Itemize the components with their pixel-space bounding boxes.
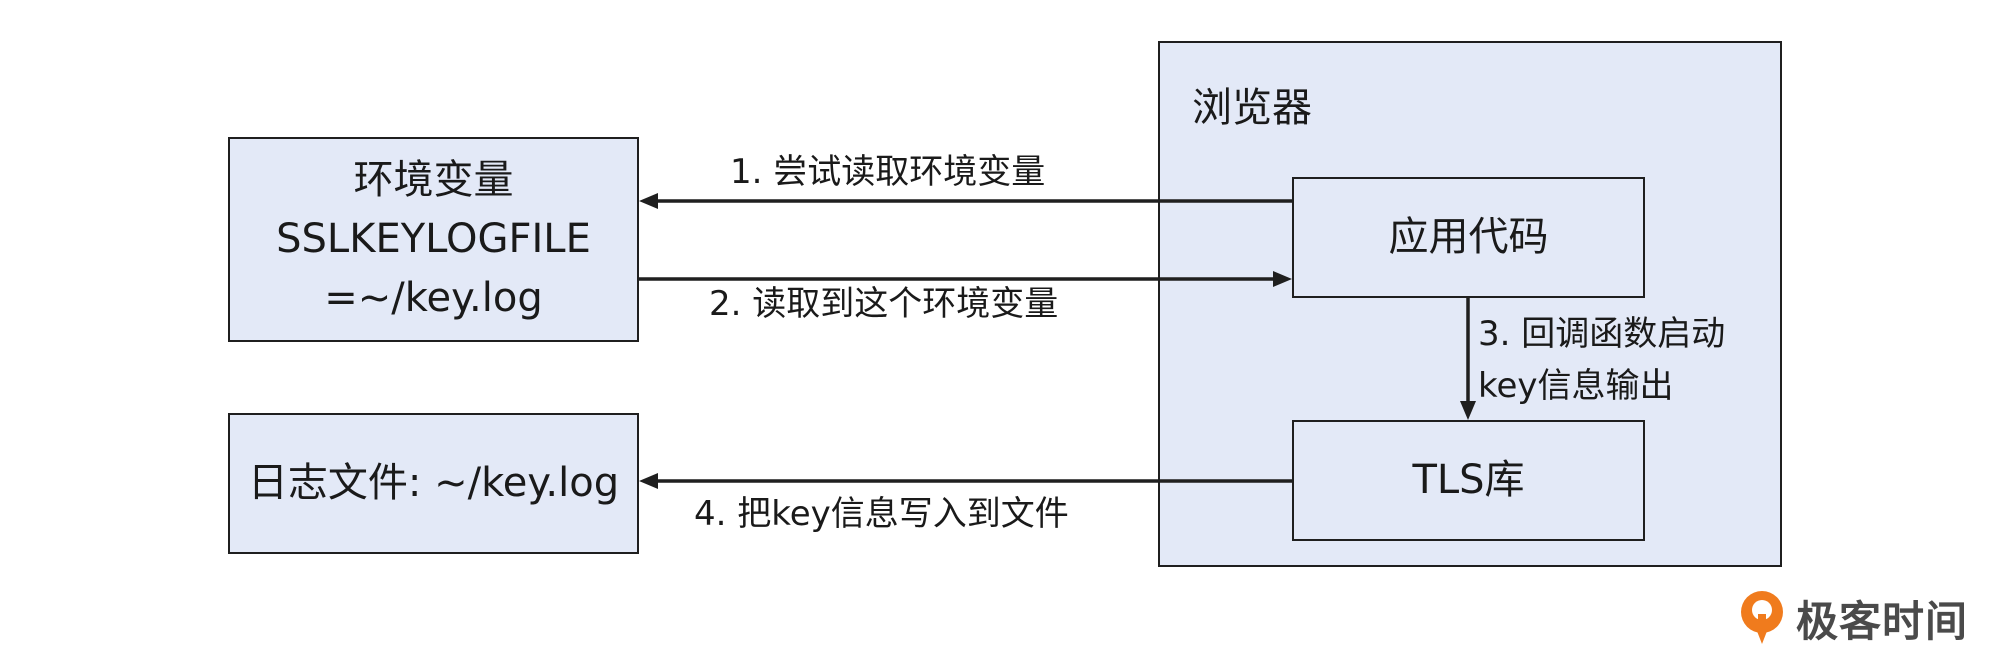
step-4-label: 4. 把key信息写入到文件	[694, 494, 1069, 534]
arrow-2-head	[1273, 271, 1292, 287]
log-file-label: 日志文件: ~/key.log	[247, 460, 620, 506]
step-3-label-line1: 3. 回调函数启动	[1478, 314, 1726, 354]
step-2-label: 2. 读取到这个环境变量	[709, 284, 1059, 324]
env-variable-value: =~/key.log	[324, 275, 543, 321]
arrow-3-head	[1460, 401, 1476, 420]
log-file-box: 日志文件: ~/key.log	[228, 413, 639, 554]
geektime-logo-icon	[1741, 591, 1783, 644]
geektime-logo: 极客时间	[1736, 588, 1968, 648]
geektime-logo-text: 极客时间	[1796, 596, 1969, 646]
arrow-1-head	[639, 193, 658, 209]
arrow-4-head	[639, 473, 658, 489]
step-3-label-line2: key信息输出	[1478, 366, 1674, 406]
tls-library-label: TLS库	[1412, 457, 1525, 503]
browser-title: 浏览器	[1192, 85, 1312, 131]
env-variable-title: 环境变量	[353, 157, 514, 203]
tls-library-box: TLS库	[1292, 420, 1645, 541]
app-code-label: 应用代码	[1388, 214, 1549, 260]
step-1-label: 1. 尝试读取环境变量	[730, 152, 1046, 192]
env-variable-box: 环境变量 SSLKEYLOGFILE =~/key.log	[228, 137, 639, 342]
app-code-box: 应用代码	[1292, 177, 1645, 298]
env-variable-name: SSLKEYLOGFILE	[276, 216, 591, 262]
